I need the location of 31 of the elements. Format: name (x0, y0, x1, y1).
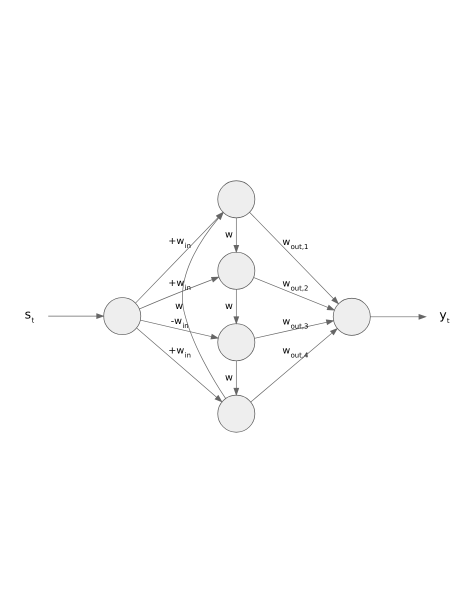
edge-label: w (175, 301, 184, 312)
node-text: s$_{t}$ (24, 307, 34, 324)
arrow (48, 313, 105, 319)
edge-label: -w$_{in}$ (170, 316, 189, 330)
edge-label: w (224, 372, 233, 384)
edge-label: w$_{out,2}$ (282, 278, 308, 293)
arrow (250, 328, 338, 402)
arrow (370, 314, 427, 320)
arrow (136, 328, 223, 402)
node-circle (217, 394, 256, 433)
edge-label: w$_{out,1}$ (282, 236, 308, 251)
node-circle (217, 252, 256, 290)
arrow (233, 360, 240, 396)
arrow (253, 277, 336, 310)
arrow (233, 218, 240, 254)
arrow (233, 289, 240, 325)
edge-label: w (224, 301, 233, 312)
arrow (254, 319, 334, 339)
node-circle (103, 297, 142, 336)
arrow (249, 212, 340, 304)
node-circle (332, 298, 371, 336)
edge-label: w$_{out,4}$ (282, 345, 308, 360)
arrow (140, 320, 220, 340)
edge-label: +w$_{in}$ (168, 345, 192, 360)
node-text: y$_{t}$ (439, 308, 450, 326)
node-circle (217, 180, 256, 218)
node-circle (217, 323, 256, 362)
arrow (139, 276, 220, 310)
edge-label: w$_{out,3}$ (282, 316, 308, 331)
edge-label: w (224, 230, 233, 241)
edge-label: +w$_{in}$ (168, 236, 192, 250)
